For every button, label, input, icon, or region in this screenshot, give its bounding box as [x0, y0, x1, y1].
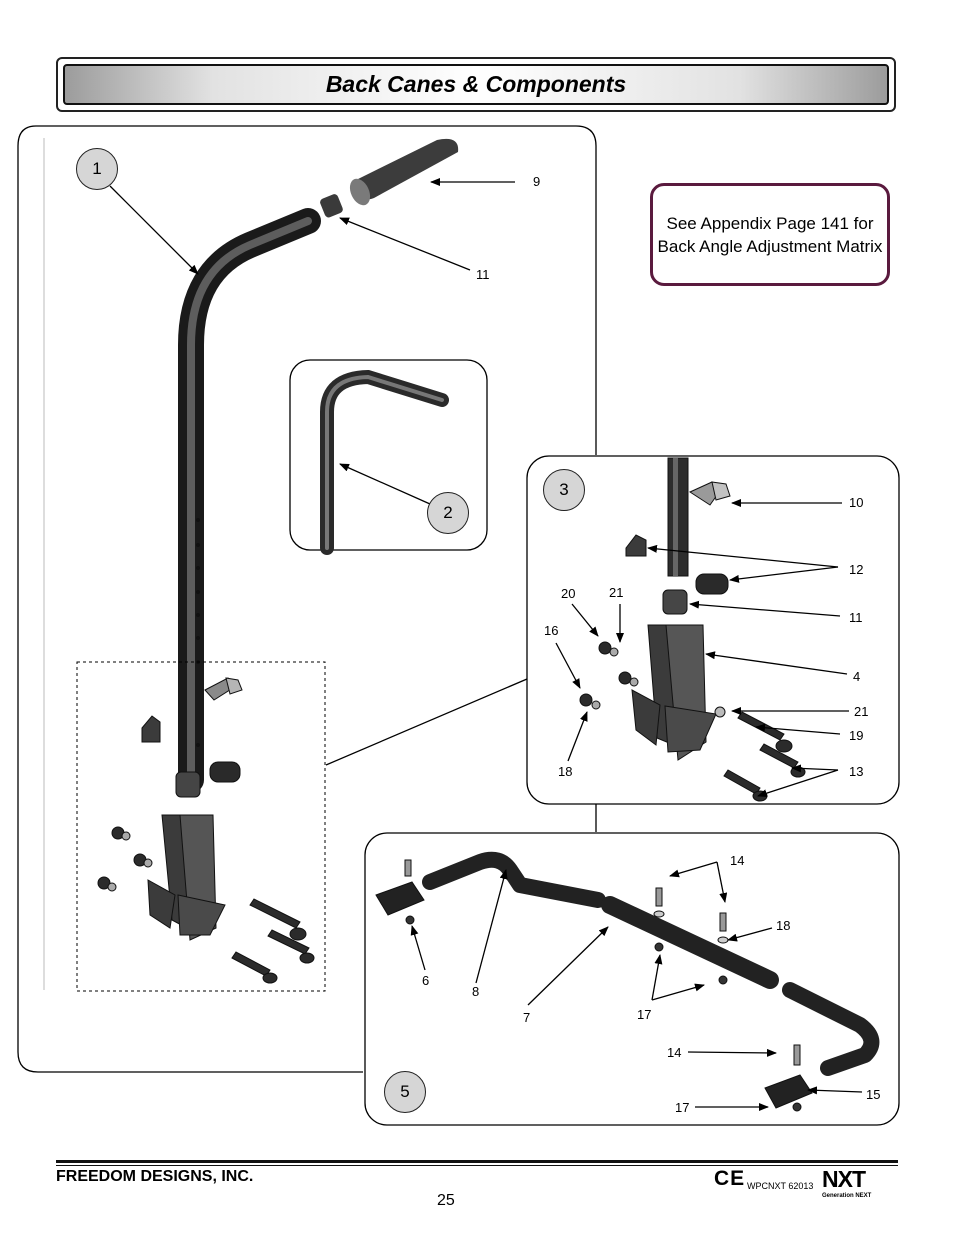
- bubble-2: 2: [427, 492, 469, 534]
- detail-5-panel: [364, 832, 900, 1126]
- hardware-small: [97, 826, 315, 984]
- title-frame: Back Canes & Components: [56, 57, 896, 112]
- callout-14: 14: [667, 1045, 682, 1060]
- arrows-3: [555, 499, 849, 798]
- callout-15: 15: [866, 1087, 881, 1102]
- grip-part-9: [349, 138, 459, 206]
- callout-4: 4: [853, 669, 861, 684]
- callout-17: 17: [637, 1007, 652, 1022]
- footer-rule-thin: [56, 1165, 898, 1166]
- bubble-5: 5: [384, 1071, 426, 1113]
- footer-rule: [56, 1160, 898, 1163]
- cane-holes: [196, 518, 200, 747]
- receiver-assembly-small: [141, 677, 243, 941]
- bubble-1: 1: [76, 148, 118, 190]
- callout-7: 7: [523, 1010, 531, 1025]
- appendix-note: See Appendix Page 141 for Back Angle Adj…: [650, 183, 890, 286]
- hardware-5: [375, 859, 813, 1112]
- page-number: 25: [437, 1192, 455, 1209]
- callout-12: 12: [849, 562, 864, 577]
- bubble-3: 3: [543, 469, 585, 511]
- callout-19: 19: [849, 728, 864, 743]
- callout-21: 21: [854, 704, 869, 719]
- callout-8: 8: [472, 984, 480, 999]
- plug-part-11: [320, 194, 343, 218]
- appendix-note-text: See Appendix Page 141 for Back Angle Adj…: [657, 213, 883, 256]
- ce-mark: CE: [714, 1167, 746, 1190]
- callout-9: 9: [533, 174, 541, 189]
- back-cane: [178, 208, 321, 793]
- callout-18: 18: [776, 918, 791, 933]
- callout-21: 21: [609, 585, 624, 600]
- callout-17: 17: [675, 1100, 690, 1115]
- callout-18: 18: [558, 764, 573, 779]
- callout-10: 10: [849, 495, 864, 510]
- title-bar: Back Canes & Components: [63, 64, 889, 105]
- stabilizer-bar: [422, 851, 880, 1076]
- callout-6: 6: [422, 973, 430, 988]
- document-code: WPCNXT 62013: [747, 1181, 814, 1191]
- callout-11: 11: [849, 610, 863, 625]
- receiver-assembly-3: [625, 457, 731, 761]
- nxt-logo-tagline: Generation NEXT: [822, 1193, 872, 1199]
- arrows-5: [410, 861, 863, 1111]
- callout-11: 11: [476, 267, 490, 282]
- callout-20: 20: [561, 586, 576, 601]
- main-panel-outline: [17, 125, 597, 1073]
- callout-14: 14: [730, 853, 745, 868]
- callout-16: 16: [544, 623, 559, 638]
- nxt-logo: NXT: [822, 1166, 866, 1192]
- company-name: FREEDOM DESIGNS, INC.: [56, 1168, 254, 1185]
- callout-13: 13: [849, 764, 864, 779]
- detail-3-panel: [526, 455, 900, 805]
- page-title: Back Canes & Components: [325, 71, 627, 97]
